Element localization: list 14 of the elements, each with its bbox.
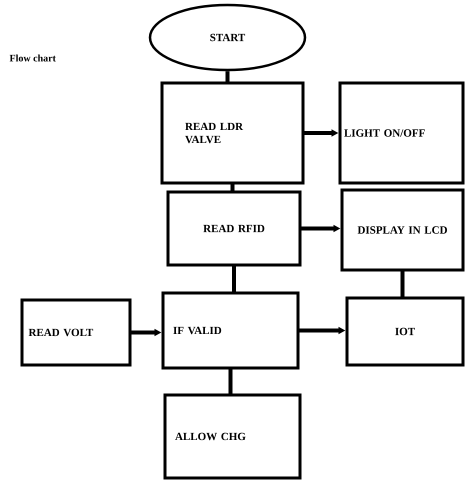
process-box: ALLOW CHG [164, 394, 302, 480]
connector-line [230, 184, 234, 190]
process-box: READ RFID [166, 190, 302, 266]
process-box: READ LDR VALVE [160, 82, 304, 184]
connector-line [226, 71, 230, 82]
process-box: IF VALID [162, 292, 300, 370]
connector-line [232, 266, 236, 292]
process-box: LIGHT ON/OFF [338, 82, 464, 184]
connector-line [228, 370, 232, 394]
process-box: DISPLAY IN LCD [340, 188, 464, 272]
title: Flow chart [10, 54, 56, 62]
process-box: IOT [346, 296, 464, 366]
process-box: READ VOLT [20, 298, 132, 366]
connector-line [400, 272, 404, 296]
